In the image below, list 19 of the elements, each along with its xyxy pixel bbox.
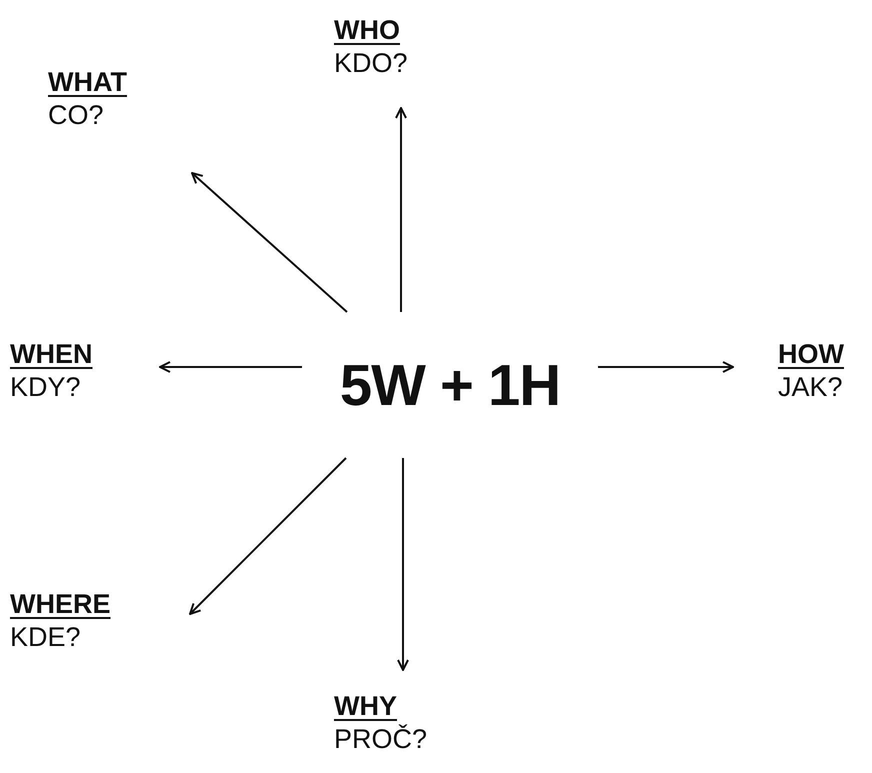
question-translation: KDE? [10,621,82,654]
topic-title: 5W + 1H [340,352,560,418]
question-translation: KDY? [10,371,82,404]
question-heading: HOW [778,338,843,371]
question-heading: WHAT [48,66,128,99]
question-heading: WHERE [10,588,112,621]
question-translation: PROČ? [334,723,428,756]
arrow [598,361,734,373]
question-heading: WHO [334,14,401,47]
question-translation: JAK? [778,371,843,404]
arrow [395,107,407,312]
question-heading: WHY [334,690,398,723]
arrow [191,172,348,313]
arrow [397,458,409,671]
question-translation: KDO? [334,47,409,80]
question-translation: CO? [48,99,105,132]
question-heading: WHEN [10,338,94,371]
arrow [189,457,347,615]
arrow [159,361,302,373]
